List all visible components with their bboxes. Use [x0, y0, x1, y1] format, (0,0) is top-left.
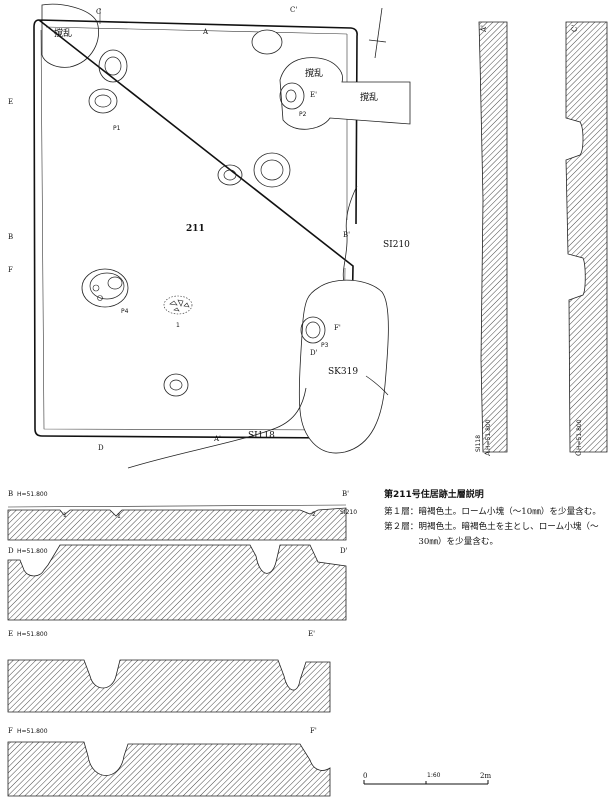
scale-start: 0 [363, 772, 367, 780]
section-b-elevation: H=51.800 [17, 491, 48, 498]
find-fragments [169, 299, 190, 312]
disturbance-label-2: 撹乱 [305, 67, 323, 79]
svg-text:C: C [96, 8, 101, 16]
svg-text:F': F' [334, 324, 341, 332]
pit-p1-inner [94, 94, 112, 108]
section-markers: C A C' E E' B B' F F' D' D A' [8, 6, 350, 452]
pit-small [217, 164, 243, 186]
svg-text:E: E [8, 630, 13, 638]
label-si118: SI118 [248, 431, 275, 441]
legend-head-1: 第１層： [384, 507, 419, 517]
sk319-boundary-right [365, 375, 389, 396]
si210-boundary [342, 185, 358, 283]
label-p3: P3 [321, 342, 329, 349]
svg-text:1: 1 [63, 512, 67, 519]
label-p1: P1 [113, 125, 121, 132]
section-b-end: B' [342, 490, 349, 498]
svg-text:E': E' [310, 91, 317, 99]
si118-boundary [127, 387, 307, 469]
label-p4: P4 [121, 308, 129, 315]
svg-text:1: 1 [117, 513, 121, 520]
north-arrow-icon [368, 7, 387, 59]
scale-end: 2m [480, 772, 491, 780]
section-b: B H=51.800 B' 1 1 2 SI210 [7, 490, 357, 541]
legend-head-2: 第２層： [384, 522, 419, 532]
svg-text:H=51.800: H=51.800 [17, 631, 48, 638]
svg-text:2: 2 [312, 511, 316, 518]
pit-p2 [279, 82, 305, 110]
svg-text:E: E [8, 98, 13, 106]
label-sk319: SK319 [328, 367, 358, 377]
svg-text:D': D' [340, 547, 348, 555]
svg-text:D: D [98, 444, 104, 452]
pit-lower [163, 373, 189, 397]
pit-large-inner [260, 159, 284, 181]
section-c: C' H=51.800 C [565, 21, 608, 456]
pit-top [251, 29, 283, 55]
pit-small-inner [223, 169, 237, 181]
section-a-elevation: H=51.800 [485, 419, 492, 450]
section-d-soil [7, 544, 347, 621]
pit-upper-inner [104, 56, 122, 76]
label-p2: P2 [299, 111, 307, 118]
svg-text:F': F' [310, 727, 317, 735]
pit-p4 [81, 268, 129, 308]
section-a-soil [478, 21, 508, 453]
scale-bar: 0 1:60 2m [363, 772, 491, 785]
section-c-start: C [575, 451, 583, 456]
layer-legend: 第211号住居跡土層説明 第１層： 暗褐色土。ローム小塊（～10㎜）を少量含む。… [384, 488, 609, 550]
scale-ratio: 1:60 [427, 772, 441, 779]
section-a: A' H=51.800 A SI118 [475, 21, 508, 457]
feature-number: 211 [186, 224, 205, 234]
legend-text-2: 明褐色土。暗褐色土を主とし、ローム小塊（～30㎜）を少量含む。 [418, 522, 599, 547]
section-b-start: B [8, 490, 13, 498]
section-b-soil [7, 507, 347, 541]
pit-p4-inner [107, 276, 123, 290]
svg-text:E': E' [308, 630, 315, 638]
svg-text:H=51.800: H=51.800 [17, 728, 48, 735]
svg-text:F: F [8, 727, 13, 735]
section-a-start: A [484, 450, 492, 457]
svg-text:H=51.800: H=51.800 [17, 548, 48, 555]
label-find: 1 [176, 322, 180, 329]
svg-text:B: B [8, 233, 13, 241]
pit-p2-inner [285, 89, 297, 103]
svg-text:D': D' [310, 349, 318, 357]
svg-text:B': B' [343, 231, 350, 239]
svg-text:A: A [202, 28, 209, 36]
pit-p4-stone-2 [97, 295, 103, 301]
label-si210: SI210 [383, 240, 410, 250]
pit-p3 [300, 316, 326, 344]
pit-p1 [88, 88, 118, 114]
section-e-soil [7, 659, 331, 713]
section-e: E H=51.800 E' [7, 630, 331, 713]
svg-text:A': A' [213, 435, 221, 443]
legend-row-1: 第１層： 暗褐色土。ローム小塊（～10㎜）を少量含む。 [384, 505, 609, 520]
pit-p3-inner [305, 321, 321, 339]
section-a-note: SI118 [475, 435, 482, 452]
disturbance-right [279, 57, 411, 130]
legend-title: 第211号住居跡土層説明 [384, 490, 484, 500]
pit-p4-mid [89, 272, 125, 300]
plan-view: 撹乱 撹乱 撹乱 P1 P2 211 P4 1 [8, 3, 411, 469]
pit-p4-stone-1 [92, 284, 100, 292]
svg-text:C': C' [290, 6, 297, 14]
pit-lower-inner [169, 379, 183, 391]
section-d: D H=51.800 D' [7, 544, 348, 621]
disturbance-label-3: 撹乱 [360, 91, 378, 103]
legend-text-1: 暗褐色土。ローム小塊（～10㎜）を少量含む。 [418, 507, 601, 517]
section-b-note: SI210 [340, 509, 357, 516]
section-c-elevation: H=51.800 [576, 419, 583, 450]
svg-text:F: F [8, 266, 13, 274]
section-c-soil [565, 21, 608, 453]
svg-text:D: D [8, 547, 14, 555]
legend-row-2: 第２層： 明褐色土。暗褐色土を主とし、ローム小塊（～30㎜）を少量含む。 [384, 520, 609, 550]
section-f-soil [7, 741, 331, 797]
pit-upper [98, 49, 128, 83]
section-f: F H=51.800 F' [7, 727, 331, 797]
pit-large [253, 152, 291, 188]
find-cluster [163, 295, 193, 315]
